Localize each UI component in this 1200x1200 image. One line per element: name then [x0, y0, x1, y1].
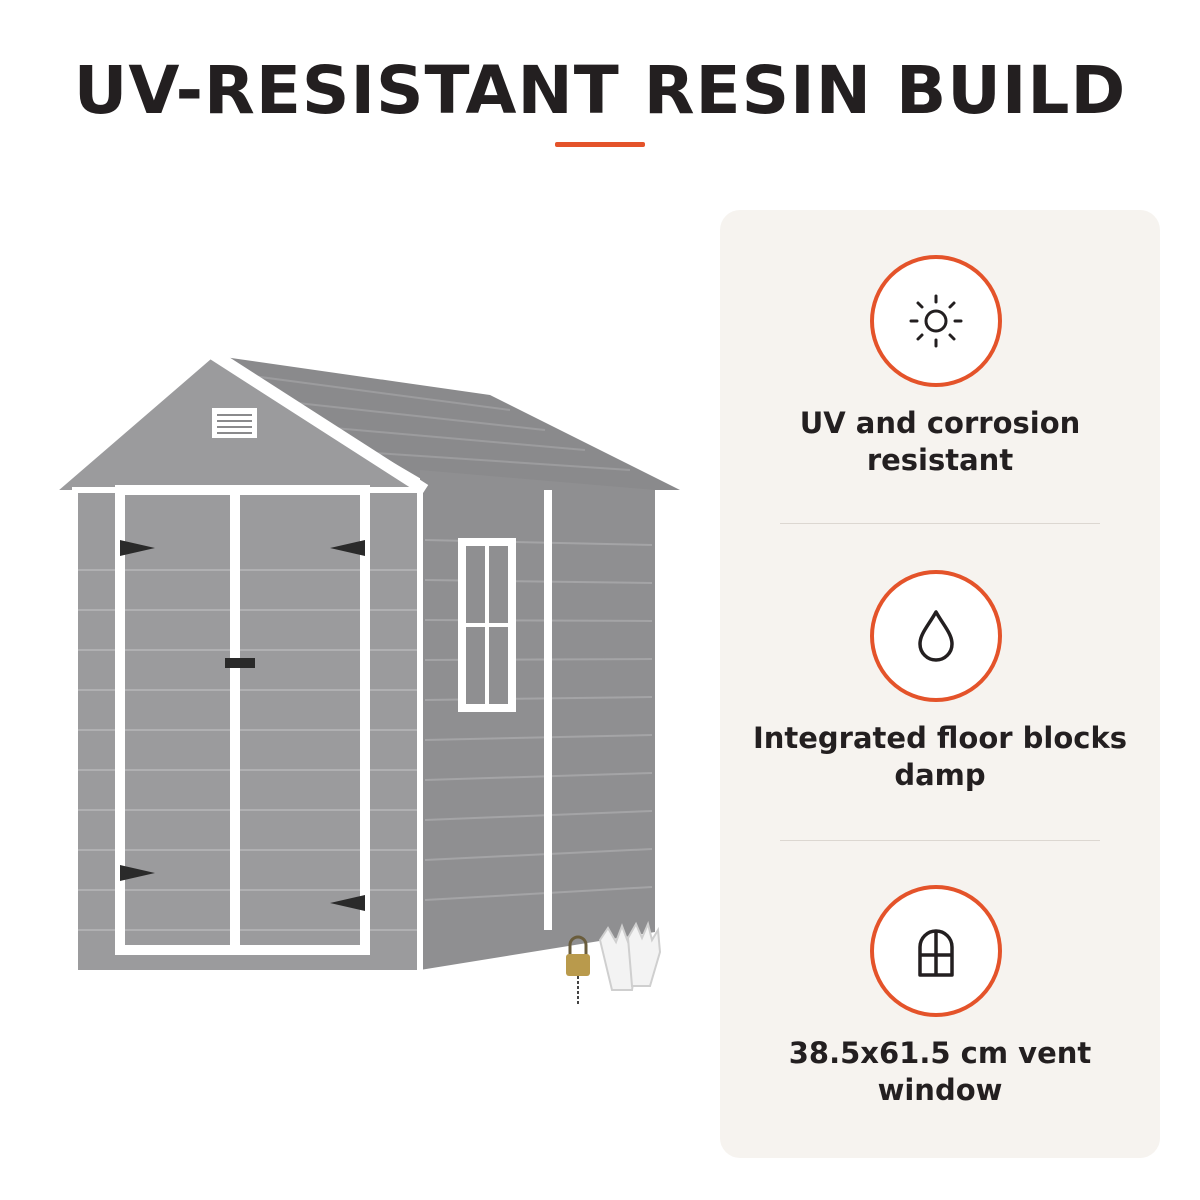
shed-roof — [210, 355, 680, 490]
arched-window-icon — [918, 929, 954, 977]
water-drop-icon — [918, 610, 954, 662]
feature-panel: UV and corrosion resistant Integrated fl… — [720, 210, 1160, 1158]
title-underline — [555, 142, 645, 147]
feature-divider — [780, 523, 1100, 524]
shed-side-wall — [420, 470, 655, 980]
gloves-icon — [598, 920, 662, 991]
padlock-icon — [566, 935, 590, 1005]
feature-icon-badge — [870, 570, 1002, 702]
feature-icon-badge — [870, 255, 1002, 387]
shed-illustration — [46, 344, 680, 1005]
feature-text: UV and corrosion resistant — [799, 406, 1081, 477]
shed-double-doors[interactable] — [115, 485, 370, 955]
page-title: UV-RESISTANT RESIN BUILD — [73, 52, 1127, 129]
feature-icon-badge — [870, 885, 1002, 1017]
feature-text: Integrated floor blocks damp — [752, 721, 1128, 792]
sun-icon — [909, 294, 963, 348]
feature-text: 38.5x61.5 cm vent window — [788, 1036, 1092, 1107]
feature-divider — [780, 840, 1100, 841]
